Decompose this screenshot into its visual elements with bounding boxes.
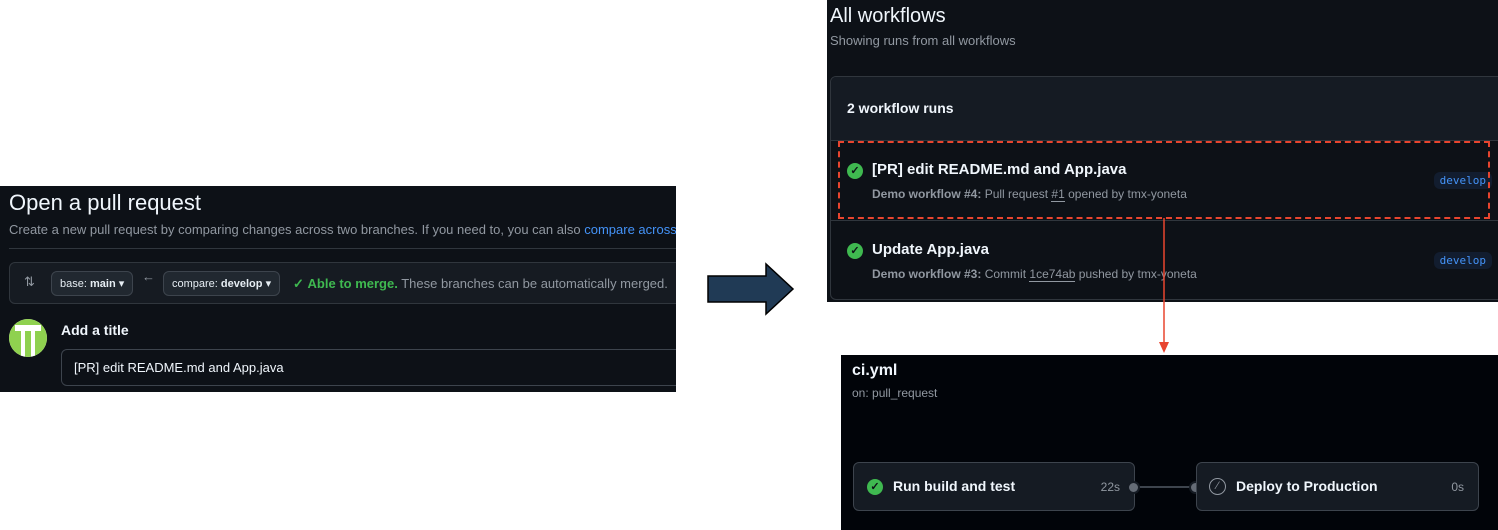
pr-title-input[interactable]: [PR] edit README.md and App.java [61,349,676,386]
run-ref-link[interactable]: 1ce74ab [1029,267,1076,282]
run-workflow: Demo workflow #4: [872,187,982,201]
compare-across-link[interactable]: compare across [584,222,676,237]
run-meta: Demo workflow #3: Commit 1ce74ab pushed … [872,267,1197,282]
avatar [9,319,47,357]
branch-compare-bar: ⇅ base: main ▾ ← compare: develop ▾ ✓ Ab… [9,262,676,304]
connector-arrow-icon [1159,218,1169,353]
compare-branch-select[interactable]: compare: develop ▾ [163,271,281,296]
run-suffix: opened by tmx-yoneta [1068,187,1187,201]
run-event: Commit [984,267,1027,281]
job-deploy-to-production[interactable]: ⁄ Deploy to Production 0s [1196,462,1479,511]
page-title: Open a pull request [9,190,202,215]
merge-status: ✓ Able to merge. These branches can be a… [293,276,668,292]
merge-text: These branches can be automatically merg… [401,276,668,291]
caret-down-icon: ▾ [265,278,272,290]
divider [9,248,676,249]
run-title[interactable]: [PR] edit README.md and App.java [872,161,1127,178]
run-workflow: Demo workflow #3: [872,267,982,281]
job-name: Run build and test [893,478,1016,494]
runs-count: 2 workflow runs [831,77,1498,141]
run-meta: Demo workflow #4: Pull request #1 opened… [872,187,1187,202]
run-title[interactable]: Update App.java [872,241,989,258]
success-check-icon: ✓ [847,163,863,179]
git-compare-icon: ⇅ [24,274,35,289]
job-name: Deploy to Production [1236,478,1378,494]
workflows-title: All workflows [830,5,946,27]
branch-badge[interactable]: develop [1433,172,1492,189]
run-suffix: pushed by tmx-yoneta [1078,267,1197,281]
connector-dot [1127,481,1140,494]
workflow-graph-panel: ci.yml on: pull_request ✓ Run build and … [841,355,1498,530]
branch-badge[interactable]: develop [1433,252,1492,269]
success-check-icon: ✓ [847,243,863,259]
run-ref-link[interactable]: #1 [1051,187,1065,202]
success-check-icon: ✓ [867,479,883,495]
subtitle-text: Create a new pull request by comparing c… [9,222,585,237]
skipped-icon: ⁄ [1209,478,1226,495]
caret-down-icon: ▾ [118,278,125,290]
flow-arrow-icon [707,262,795,316]
add-title-label: Add a title [61,322,129,338]
check-icon: ✓ [293,276,304,291]
merge-ok-text: Able to merge. [307,276,398,291]
arrow-left-icon: ← [142,269,155,284]
workflow-file-title: ci.yml [852,362,898,379]
compare-prefix: compare: [172,278,218,290]
job-duration: 22s [1100,480,1120,494]
base-branch-select[interactable]: base: main ▾ [51,271,134,296]
page-subtitle: Create a new pull request by comparing c… [9,222,676,237]
job-duration: 0s [1451,480,1464,494]
base-branch: main [89,278,116,290]
job-connector [1135,486,1195,488]
workflows-subtitle: Showing runs from all workflows [830,33,1016,48]
highlight-box [838,141,1490,219]
workflow-trigger: on: pull_request [852,386,938,400]
base-prefix: base: [60,278,87,290]
workflow-run-item[interactable]: ✓ Update App.java Demo workflow #3: Comm… [831,221,1498,299]
job-run-build-and-test[interactable]: ✓ Run build and test 22s [853,462,1135,511]
run-event: Pull request [984,187,1049,201]
compare-branch: develop [220,278,263,290]
open-pull-request-panel: Open a pull request Create a new pull re… [0,186,676,392]
